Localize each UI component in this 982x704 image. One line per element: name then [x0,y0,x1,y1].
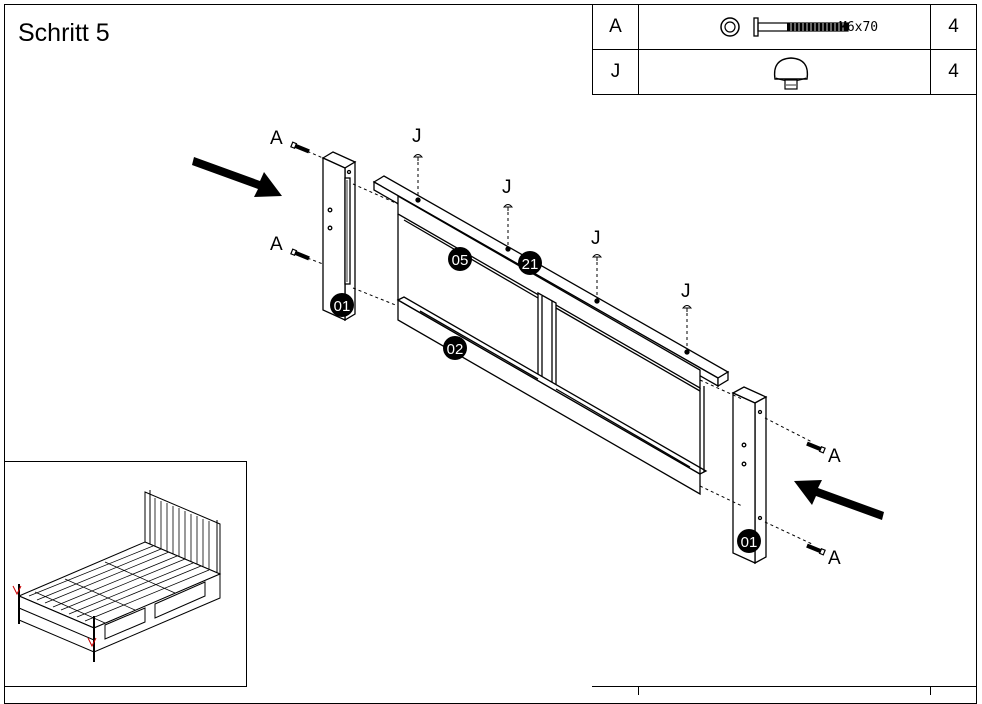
left-post [321,151,357,322]
arrow-in-right-icon [794,480,884,520]
wooden-dowel-cap-icon [773,57,809,90]
parts-table: A M6x70 4 J 4 [592,4,977,95]
overview-thumbnail [4,461,247,687]
hardware-labels: A A A A J J J J [270,126,841,569]
part-quantity: 4 [930,49,977,95]
dowel-label: J [412,126,422,147]
headboard-panel [396,194,708,496]
bolt-with-washer-icon [720,17,849,37]
part-number-badge: 01 [741,534,758,551]
right-post [731,386,768,565]
arrow-in-left-icon [192,157,282,197]
bolt-label: A [270,128,283,149]
bolt-label: A [828,548,841,569]
part-spec: M6x70 [839,20,879,35]
alignment-lines [301,148,813,545]
part-number-badge: 01 [334,298,351,315]
part-image [638,49,931,95]
assembled-bed-overview-icon [12,490,222,662]
parts-row-j: J 4 [592,49,977,95]
bolt-a-icon [290,141,826,556]
dowel-label: J [502,177,512,198]
dowel-label: J [591,228,601,249]
part-label: J [592,49,639,95]
bolt-label: A [828,446,841,467]
part-number-badge: 02 [447,341,464,358]
part-number-badge: 05 [452,252,469,269]
callout-badges: 01 05 21 02 01 [330,247,761,553]
step-title: Schritt 5 [18,19,110,47]
bolt-label: A [270,234,283,255]
dowel-j-icon [412,154,693,312]
dowel-label: J [681,281,691,302]
part-quantity: 4 [930,4,977,50]
part-number-badge: 21 [522,256,539,273]
